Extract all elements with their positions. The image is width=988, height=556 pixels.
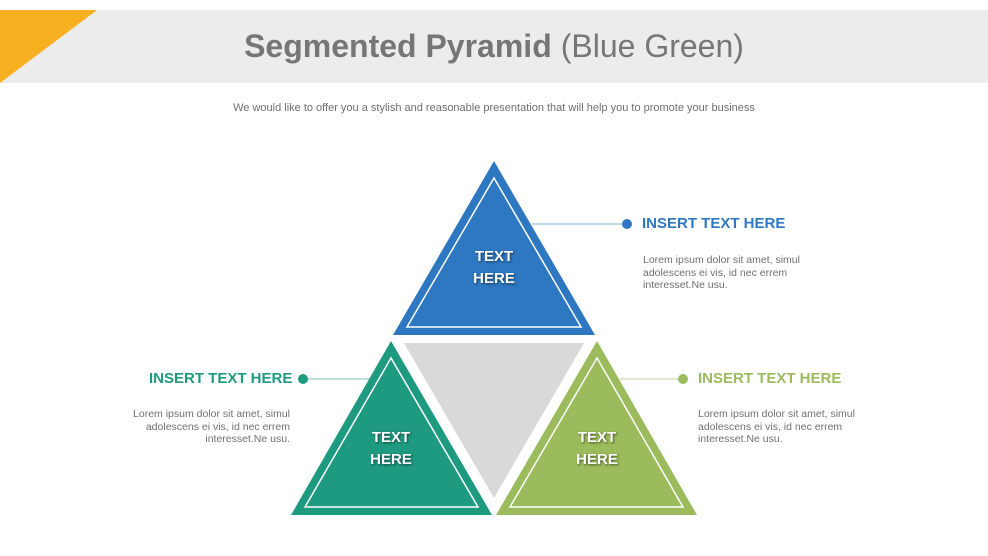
page-title-light: (Blue Green): [560, 28, 744, 64]
top-segment-label: TEXT HERE: [434, 246, 554, 290]
right-label-line1: TEXT: [577, 429, 617, 446]
right-segment-label: TEXT HERE: [537, 427, 657, 471]
left-segment-label: TEXT HERE: [331, 427, 451, 471]
left-label-line2: HERE: [370, 451, 412, 468]
center-segment: [404, 343, 584, 498]
top-label-line2: HERE: [473, 270, 515, 287]
subtitle: We would like to offer you a stylish and…: [233, 102, 755, 114]
page-title-bold: Segmented Pyramid: [244, 28, 552, 64]
right-segment[interactable]: [496, 341, 697, 515]
page-title: Segmented Pyramid (Blue Green): [0, 10, 988, 83]
top-label-line1: TEXT: [474, 248, 514, 265]
connector-dot-left: [298, 374, 308, 384]
callout-left-title: INSERT TEXT HERE: [149, 370, 293, 387]
connector-dot-top: [622, 219, 632, 229]
left-label-line1: TEXT: [371, 429, 411, 446]
callout-top-title: INSERT TEXT HERE: [642, 215, 786, 232]
callout-right-body: Lorem ipsum dolor sit amet, simul adoles…: [698, 408, 855, 445]
connector-dot-right: [678, 374, 688, 384]
top-segment[interactable]: [393, 161, 595, 335]
callout-left-body: Lorem ipsum dolor sit amet, simul adoles…: [133, 408, 290, 445]
callout-top-body: Lorem ipsum dolor sit amet, simul adoles…: [643, 254, 800, 291]
left-segment[interactable]: [291, 341, 492, 515]
callout-right-title: INSERT TEXT HERE: [698, 370, 842, 387]
right-label-line2: HERE: [576, 451, 618, 468]
corner-accent-triangle: [0, 10, 97, 83]
header-band: [0, 10, 988, 83]
